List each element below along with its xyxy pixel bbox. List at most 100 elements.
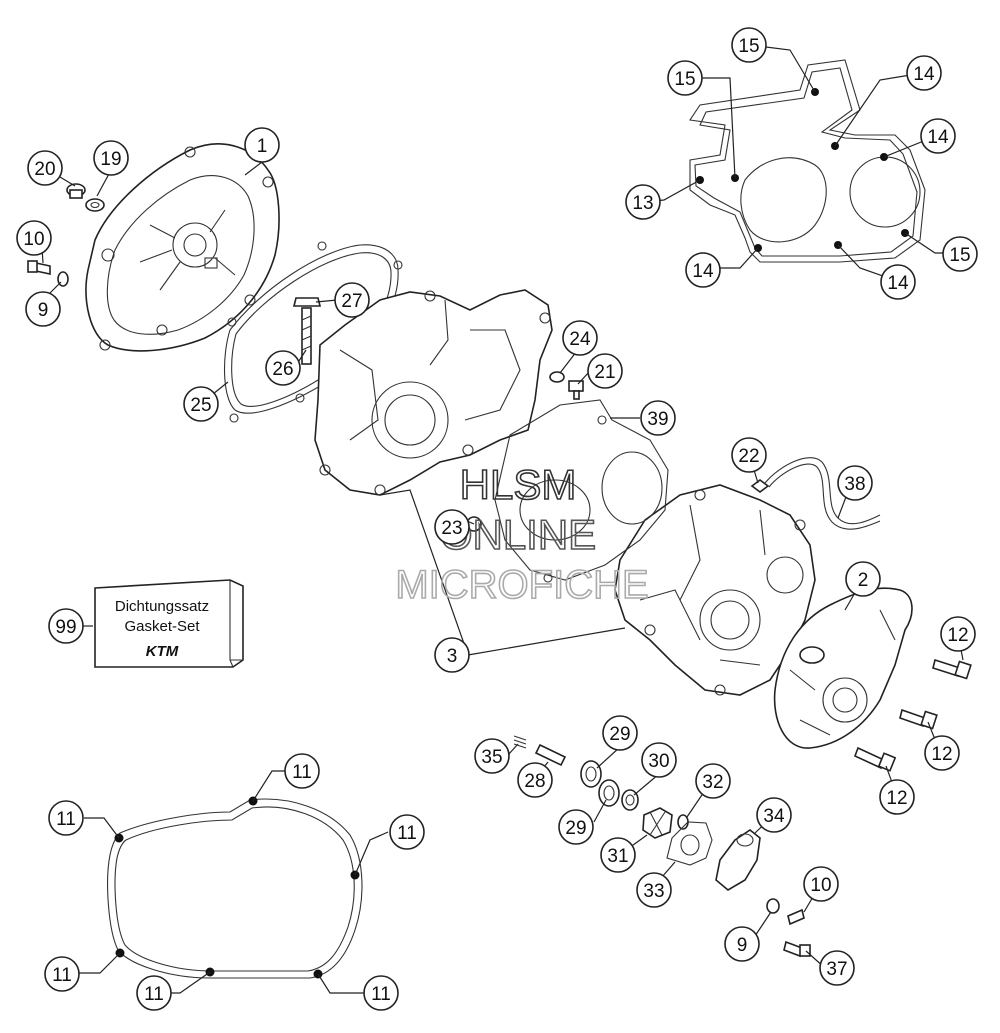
callout-9: 9	[25, 291, 61, 327]
callout-15: 15	[942, 236, 978, 272]
callout-number: 28	[524, 771, 545, 792]
callout-number: 14	[927, 127, 949, 148]
callout-number: 32	[702, 772, 723, 793]
callout-14: 14	[906, 55, 942, 91]
part-gasket-39	[494, 399, 669, 583]
watermark-line3: MICROFICHE	[395, 563, 648, 607]
callout-14: 14	[685, 252, 721, 288]
callout-number: 10	[810, 875, 831, 896]
callout-number: 38	[844, 474, 865, 495]
callout-11: 11	[48, 800, 84, 836]
part-ignition-cover	[85, 143, 280, 352]
part-gasket-33	[666, 821, 713, 866]
callout-number: 34	[763, 806, 785, 827]
callout-15: 15	[667, 60, 703, 96]
part-bolt-12c	[853, 746, 897, 772]
callout-number: 29	[609, 724, 630, 745]
part-pin-28	[534, 743, 567, 767]
callout-number: 12	[947, 625, 968, 646]
callout-number: 11	[144, 984, 164, 1005]
callout-2: 2	[845, 561, 881, 597]
part-bolt-12a	[932, 658, 972, 680]
gasket-box-line1: Dichtungssatz	[115, 598, 209, 615]
part-hose-38	[764, 457, 881, 530]
callout-14: 14	[920, 118, 956, 154]
part-clutch-cover	[773, 587, 913, 749]
callout-19: 19	[93, 140, 129, 176]
part-washer-9-right	[766, 898, 780, 914]
callout-11: 11	[136, 975, 172, 1011]
callout-34: 34	[756, 797, 792, 833]
callout-38: 38	[837, 465, 873, 501]
callout-number: 99	[55, 617, 76, 638]
callout-1: 1	[244, 127, 280, 163]
callout-11: 11	[0, 0, 20, 5]
callout-25: 25	[183, 386, 219, 422]
callout-number: 23	[441, 518, 462, 539]
gasket-box-line2: Gasket-Set	[124, 618, 200, 635]
callout-number: 30	[648, 751, 669, 772]
part-pump-cover-34	[715, 829, 761, 891]
part-screw-10-left	[27, 260, 51, 275]
callout-number: 21	[594, 362, 615, 383]
callout-number: 39	[647, 409, 668, 430]
callout-29: 29	[558, 809, 594, 845]
callout-number: 15	[674, 69, 695, 90]
callout-number: 13	[632, 193, 653, 214]
callout-21: 21	[587, 353, 623, 389]
callout-26: 26	[265, 350, 301, 386]
callout-number: 19	[100, 149, 121, 170]
callout-24: 24	[562, 320, 598, 356]
callout-number: 11	[371, 984, 391, 1005]
callout-number: 10	[23, 229, 44, 250]
watermark-line1: HLSM	[460, 461, 577, 508]
ktm-logo: KTM	[146, 643, 179, 660]
callout-number: 25	[190, 395, 211, 416]
callout-number: 26	[272, 359, 293, 380]
callout-12: 12	[879, 779, 915, 815]
part-oring-19	[85, 198, 105, 212]
part-nut-27	[292, 297, 322, 307]
gasket-set-box: Dichtungssatz Gasket-Set KTM	[94, 579, 244, 668]
part-spring-35	[513, 735, 527, 749]
callout-number: 37	[826, 959, 847, 980]
part-screw-10-right	[787, 908, 805, 926]
callout-35: 35	[474, 738, 510, 774]
callout-14: 14	[880, 264, 916, 300]
callout-11: 11	[363, 975, 399, 1011]
callout-39: 39	[640, 400, 676, 436]
part-bearing-29a	[580, 760, 602, 788]
callout-11: 11	[44, 956, 80, 992]
callout-number: 33	[643, 881, 664, 902]
callout-number: 3	[447, 646, 458, 667]
callout-number: 29	[565, 818, 586, 839]
callout-13: 13	[625, 184, 661, 220]
callout-number: 24	[569, 329, 591, 350]
callout-number: 27	[341, 291, 362, 312]
callout-31: 31	[600, 837, 636, 873]
callout-number: 12	[931, 744, 952, 765]
part-washer-24	[549, 371, 565, 383]
callout-12: 12	[940, 616, 976, 652]
part-bolt-12b	[899, 708, 938, 730]
watermark: HLSM ONLINE MICROFICHE	[395, 460, 650, 608]
callout-29: 29	[602, 715, 638, 751]
callout-number: 15	[949, 245, 970, 266]
callout-number: 2	[858, 570, 869, 591]
part-impeller-31	[642, 807, 673, 839]
callout-37: 37	[819, 950, 855, 986]
callout-number: 1	[257, 136, 268, 157]
callout-number: 12	[886, 788, 907, 809]
part-plug-20	[66, 183, 86, 199]
callout-number: 11	[52, 965, 72, 986]
callout-27: 27	[334, 282, 370, 318]
part-gasket-clutch	[689, 59, 926, 263]
callout-22: 22	[731, 437, 767, 473]
callout-number: 14	[692, 261, 714, 282]
part-stud-26	[301, 307, 312, 365]
callout-20: 20	[27, 150, 63, 186]
callout-12: 12	[924, 735, 960, 771]
callout-28: 28	[517, 762, 553, 798]
callout-number: 22	[738, 446, 759, 467]
callout-number: 35	[481, 747, 502, 768]
